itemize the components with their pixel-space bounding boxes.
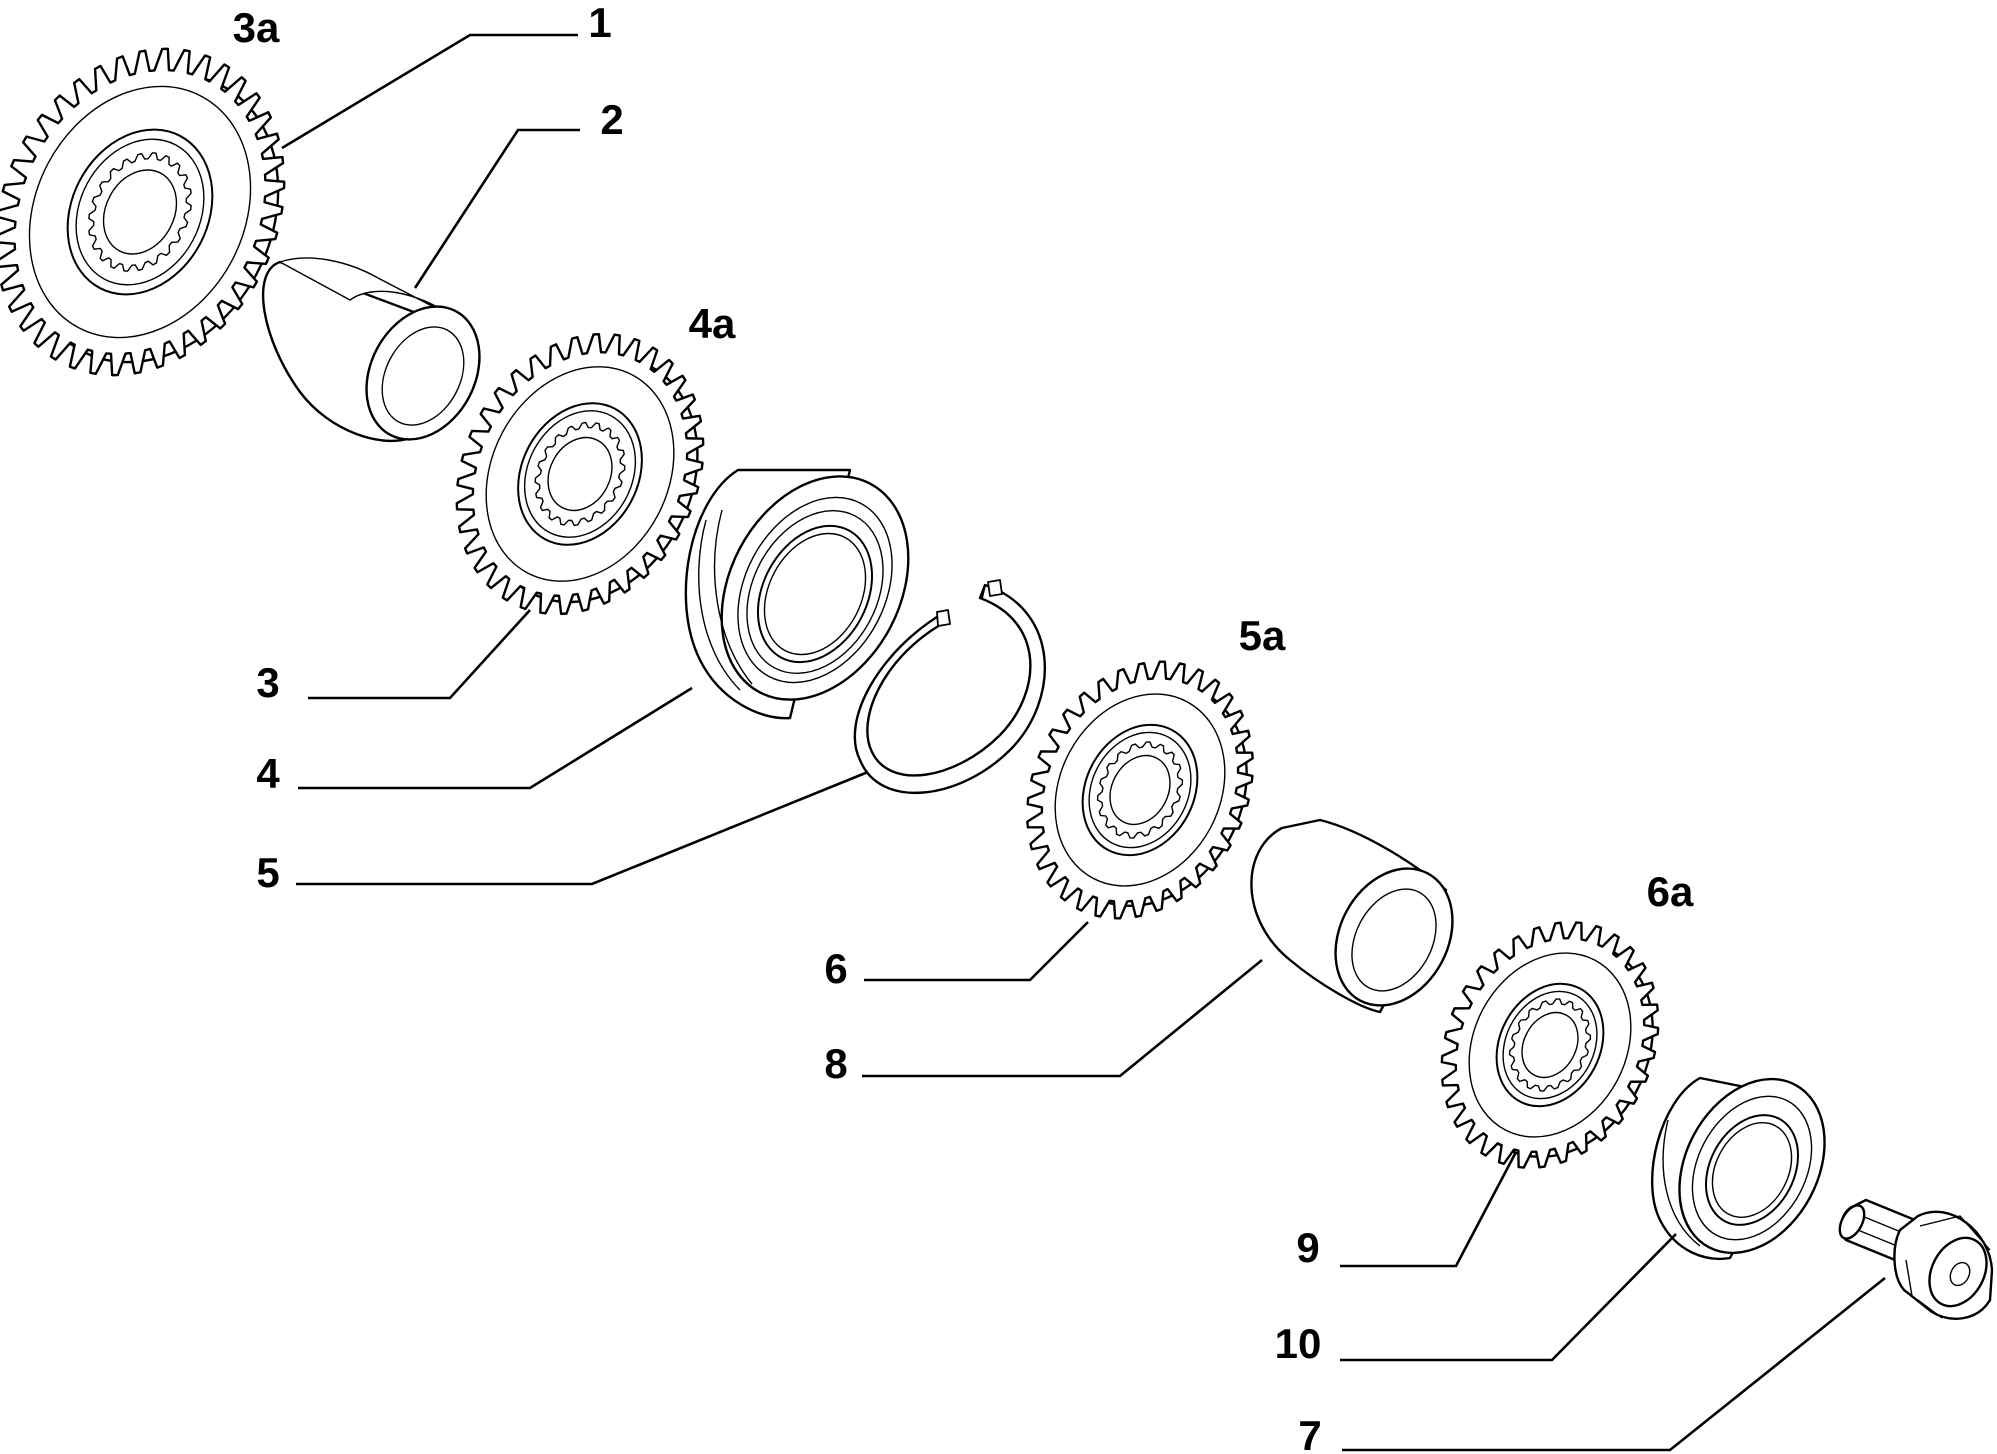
gear-4a [455, 332, 705, 616]
label-part-4a: 4a [689, 300, 736, 347]
label-part-7: 7 [1298, 1412, 1321, 1454]
label-part-8: 8 [824, 1040, 847, 1087]
leader-8 [862, 958, 1263, 1078]
gear-3a [0, 47, 286, 377]
label-part-5a: 5a [1239, 612, 1286, 659]
label-part-5: 5 [256, 849, 279, 896]
label-part-4: 4 [256, 750, 280, 797]
leader-10 [1340, 1233, 1677, 1362]
label-part-1: 1 [588, 0, 611, 46]
snap-ring-5 [853, 579, 1047, 795]
leader-5 [296, 770, 869, 886]
bolt-7 [1838, 1198, 1994, 1320]
gear-5a [1026, 660, 1254, 920]
label-part-2: 2 [600, 96, 623, 143]
bushing-2 [261, 257, 481, 443]
leader-7 [1342, 1276, 1886, 1452]
leader-9 [1340, 1151, 1518, 1268]
label-part-6a: 6a [1647, 868, 1694, 915]
label-part-9: 9 [1296, 1224, 1319, 1271]
gear-6a [1440, 921, 1660, 1169]
label-part-3: 3 [256, 659, 279, 706]
bearing-4 [684, 468, 910, 720]
bearing-10 [1650, 1076, 1826, 1260]
label-part-10: 10 [1275, 1320, 1322, 1367]
leader-4 [298, 686, 693, 790]
leader-3 [308, 609, 531, 700]
part-labels: 1 2 3a 4a 3 4 5 5a 6 8 6a 9 10 7 [233, 0, 1694, 1454]
label-part-6: 6 [824, 945, 847, 992]
leader-1 [281, 33, 578, 150]
bushing-8 [1250, 818, 1454, 1014]
leader-6 [864, 921, 1089, 982]
leader-lines [281, 33, 1886, 1452]
label-part-3a: 3a [233, 4, 280, 51]
leader-2 [413, 128, 580, 289]
